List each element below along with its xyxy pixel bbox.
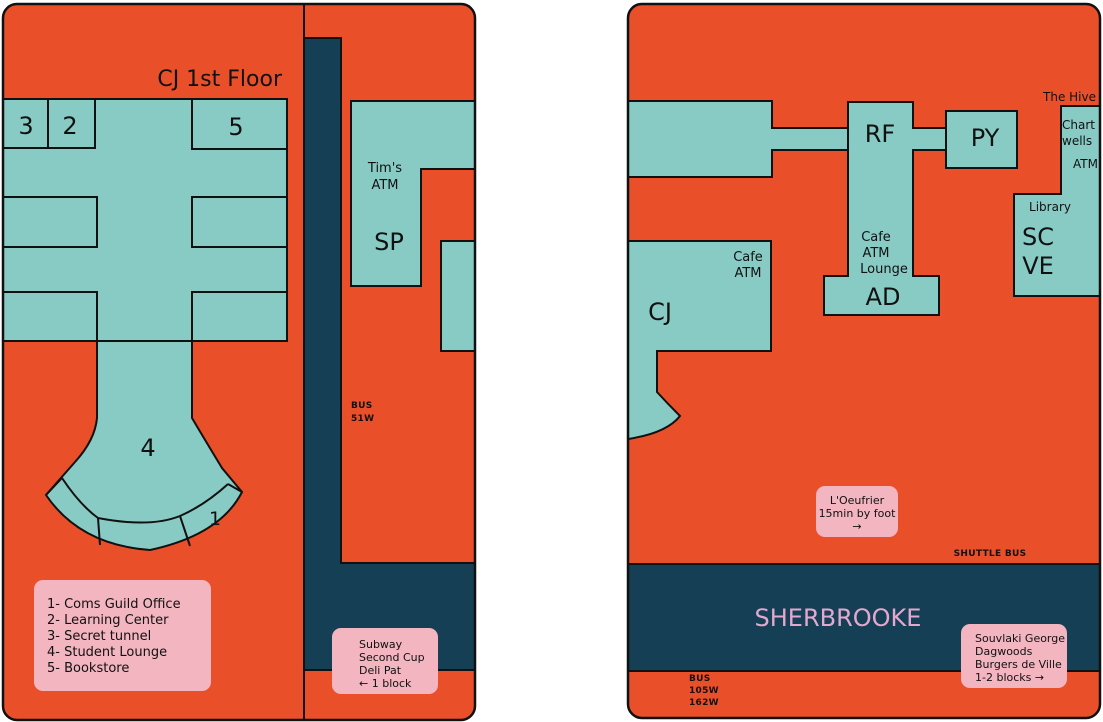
note-box-oeufrier: [816, 486, 898, 537]
chartwells-label-2: wells: [1062, 134, 1092, 148]
bus-label-1: BUS: [689, 674, 711, 684]
souvlaki-line-2: Dagwoods: [975, 645, 1033, 658]
note-subway: Subway: [359, 638, 403, 651]
right-map-frame: [626, 2, 1102, 720]
floor-title: CJ 1st Floor: [157, 67, 283, 92]
souvlaki-line-1: Souvlaki George: [975, 632, 1065, 645]
rf-building-name: RF: [865, 120, 895, 148]
legend-item-4: 4- Student Lounge: [47, 645, 167, 660]
room-2-box: [47, 98, 96, 149]
note-deli-pat: Deli Pat: [359, 664, 402, 677]
bus-label-2: 105W: [689, 686, 719, 696]
room-right-low: [191, 291, 288, 342]
chartwells-label-1: Chart: [1062, 118, 1095, 132]
py-building-name: PY: [971, 124, 1000, 152]
left-map-panel: CJ 1st Floor 3 2 5 4 1 Tim's ATM SP BUS …: [1, 2, 477, 722]
lounge-inner-arc: [61, 477, 229, 524]
legend-item-1: 1- Coms Guild Office: [47, 597, 181, 612]
street-name-sherbrooke: SHERBROOKE: [755, 604, 922, 632]
building-cj: [628, 240, 772, 442]
souvlaki-line-3: Burgers de Ville: [975, 658, 1062, 671]
room-left-low: [3, 291, 98, 342]
library-label: Library: [1029, 200, 1071, 214]
note-box-souvlaki: [961, 624, 1067, 688]
room-5-box: [191, 98, 288, 150]
legend-item-2: 2- Learning Center: [47, 613, 169, 628]
cj-cafe-label: Cafe: [733, 250, 763, 265]
ad-cafe-label: Cafe: [861, 230, 891, 245]
building-py: [945, 110, 1018, 169]
bus-51w-label-1: BUS: [351, 401, 373, 411]
room-left-mid: [3, 196, 98, 248]
oeufrier-distance: 15min by foot: [819, 507, 897, 520]
building-annex: [440, 240, 475, 352]
room-1-label: 1: [209, 508, 221, 530]
legend-item-3: 3- Secret tunnel: [47, 629, 151, 644]
cj-building-name: CJ: [648, 298, 672, 326]
oeufrier-arrow: →: [852, 520, 861, 533]
room-5-label: 5: [228, 113, 243, 141]
scve-name-2: VE: [1022, 252, 1054, 280]
building-scve: [1013, 105, 1100, 297]
room-right-mid: [191, 196, 288, 248]
oeufrier-name: L'Oeufrier: [830, 494, 885, 507]
room-3-label: 3: [18, 112, 33, 140]
shuttle-bus-label: SHUTTLE BUS: [954, 549, 1027, 559]
note-second-cup: Second Cup: [359, 651, 425, 664]
student-lounge-area: [44, 340, 244, 552]
sp-building-name: SP: [374, 228, 404, 256]
left-map-frame: [1, 2, 477, 722]
bus-51w-label-2: 51W: [351, 414, 374, 424]
building-sp: [350, 100, 475, 287]
ad-atm-label: ATM: [862, 246, 889, 261]
note-box-subway: [332, 628, 438, 694]
sp-atm-label: ATM: [371, 178, 398, 193]
bus-label-3: 162W: [689, 698, 719, 708]
sc-atm-label: ATM: [1073, 157, 1098, 171]
ad-building-name: AD: [866, 283, 901, 311]
note-distance: ← 1 block: [359, 677, 412, 690]
room-4-label: 4: [140, 434, 155, 462]
legend-box: [34, 580, 211, 691]
building-rf-ad: [823, 101, 947, 316]
the-hive-label: The Hive: [1042, 90, 1096, 104]
souvlaki-line-4: 1-2 blocks →: [975, 671, 1044, 684]
sp-tims-label: Tim's: [367, 161, 402, 176]
right-map-panel: The Hive Chart wells ATM Library SC VE R…: [626, 2, 1102, 720]
scve-name-1: SC: [1022, 223, 1054, 251]
ad-lounge-label: Lounge: [860, 262, 908, 277]
legend-item-5: 5- Bookstore: [47, 661, 129, 676]
room-2-label: 2: [62, 112, 77, 140]
cj-atm-label: ATM: [734, 266, 761, 281]
